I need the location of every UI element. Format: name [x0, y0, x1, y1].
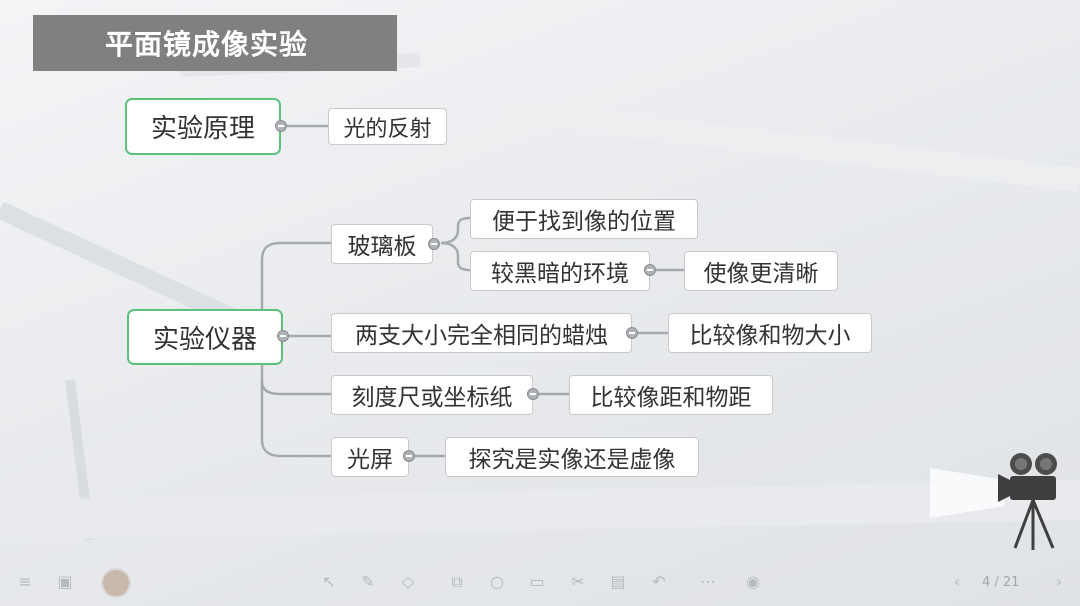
menu-icon[interactable]: ≡ [18, 572, 32, 591]
collapse-toggle-icon[interactable] [527, 388, 539, 400]
node-candles[interactable]: 两支大小完全相同的蜡烛 [331, 313, 632, 353]
node-real-virtual[interactable]: 探究是实像还是虚像 [445, 437, 699, 477]
slide-title-bar: 平面镜成像实验 [33, 15, 397, 71]
node-dark-env[interactable]: 较黑暗的环境 [470, 251, 650, 291]
collapse-toggle-icon[interactable] [275, 120, 287, 132]
collapse-toggle-icon[interactable] [277, 330, 289, 342]
pointer-icon[interactable]: ↖ [322, 572, 336, 591]
node-compare-distance[interactable]: 比较像距和物距 [569, 375, 773, 415]
slide-title: 平面镜成像实验 [105, 28, 309, 61]
page-indicator: 4 / 21 [982, 575, 1020, 590]
collapse-toggle-icon[interactable] [626, 327, 638, 339]
avatar[interactable] [101, 568, 131, 598]
node-glass[interactable]: 玻璃板 [331, 224, 433, 264]
more-icon[interactable]: ⋯ [700, 572, 716, 591]
pen-icon[interactable]: ✎ [361, 572, 375, 591]
node-principle[interactable]: 实验原理 [125, 98, 281, 155]
collapse-toggle-icon[interactable] [403, 450, 415, 462]
prev-page-icon[interactable]: ‹ [953, 572, 961, 591]
node-reflection[interactable]: 光的反射 [328, 108, 447, 145]
board-icon[interactable]: ▭ [529, 572, 545, 591]
collapse-toggle-icon[interactable] [428, 238, 440, 250]
slides-icon[interactable]: ▣ [57, 572, 73, 591]
node-instrument[interactable]: 实验仪器 [127, 309, 283, 365]
mic-icon[interactable]: ◉ [746, 572, 760, 591]
undo-icon[interactable]: ↶ [652, 572, 666, 591]
collapse-toggle-icon[interactable] [644, 264, 656, 276]
node-find-image[interactable]: 便于找到像的位置 [470, 199, 698, 239]
shapes-icon[interactable]: ⧉ [451, 572, 463, 591]
zoom-icon[interactable]: ○ [490, 572, 504, 591]
screen-icon[interactable]: ▤ [610, 572, 626, 591]
eraser-icon[interactable]: ◇ [401, 572, 415, 591]
node-screen[interactable]: 光屏 [331, 437, 409, 477]
tools-icon[interactable]: ✂ [571, 572, 585, 591]
next-page-icon[interactable]: › [1055, 572, 1063, 591]
node-ruler[interactable]: 刻度尺或坐标纸 [331, 375, 533, 415]
node-clear-image[interactable]: 使像更清晰 [684, 251, 838, 291]
node-compare-size[interactable]: 比较像和物大小 [668, 313, 872, 353]
